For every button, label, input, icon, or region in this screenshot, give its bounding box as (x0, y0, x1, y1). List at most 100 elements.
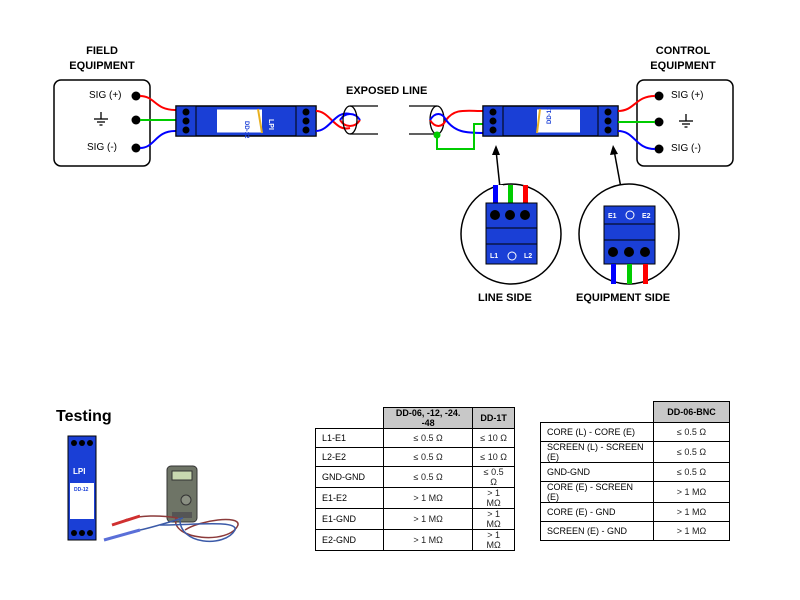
line-side-detail: L1 L2 (460, 183, 562, 285)
test-pair: SCREEN (E) - GND (540, 521, 654, 541)
table-header-dd-1t: DD-1T (472, 407, 515, 429)
blue-wire (139, 130, 178, 149)
line-side-label: LINE SIDE (478, 292, 532, 304)
svg-text:LPI: LPI (267, 119, 274, 130)
ground-icon (679, 114, 693, 128)
test-value: ≤ 0.5 Ω (653, 441, 730, 463)
cable-end-right (409, 105, 445, 135)
svg-text:L1: L1 (490, 253, 498, 260)
svg-text:DD-12: DD-12 (547, 106, 553, 124)
field-terminal-sig-minus (131, 143, 141, 153)
table-header-row: DD-06-BNC (540, 401, 730, 423)
equipment-side-detail: E1 E2 (578, 183, 680, 285)
blue-wire (339, 113, 361, 121)
field-equipment-box (53, 79, 151, 167)
svg-text:E2: E2 (642, 213, 651, 220)
table-row: E2-GND> 1 MΩ> 1 MΩ (315, 529, 515, 551)
field-equipment-title: FIELD EQUIPMENT (62, 44, 142, 74)
blue-wire (429, 113, 485, 134)
ground-icon (94, 112, 108, 126)
test-value: ≤ 0.5 Ω (653, 422, 730, 442)
pointer-arrow-equipment-side (610, 145, 622, 189)
red-wire (617, 95, 656, 112)
control-terminal-ground (654, 117, 664, 127)
table-row: CORE (L) - CORE (E)≤ 0.5 Ω (540, 422, 730, 442)
test-value: > 1 MΩ (653, 502, 730, 522)
test-pair: E2-GND (315, 529, 384, 551)
cable-end-left (342, 105, 378, 135)
test-value: ≤ 0.5 Ω (653, 462, 730, 482)
svg-text:DD-12: DD-12 (243, 121, 249, 139)
surge-protector-right: DD-12 (482, 105, 619, 137)
test-value: ≤ 0.5 Ω (472, 466, 515, 488)
field-equipment-title-line2: EQUIPMENT (69, 60, 135, 72)
red-wire (139, 95, 178, 111)
test-pair: CORE (E) - SCREEN (E) (540, 481, 654, 503)
test-value: > 1 MΩ (472, 487, 515, 509)
test-value: ≤ 0.5 Ω (382, 466, 474, 488)
control-sig-plus-label: SIG (+) (671, 90, 704, 101)
svg-text:DD-12: DD-12 (74, 487, 89, 493)
control-equipment-title: CONTROL EQUIPMENT (640, 44, 726, 74)
test-pair: GND-GND (315, 466, 384, 488)
surge-protector-image: LPI DD-12 (67, 435, 97, 541)
test-pair: SCREEN (L) - SCREEN (E) (540, 441, 654, 463)
field-sig-minus-label: SIG (-) (87, 142, 117, 153)
control-sig-minus-label: SIG (-) (671, 143, 701, 154)
test-value: > 1 MΩ (653, 521, 730, 541)
table-row: E1-GND> 1 MΩ> 1 MΩ (315, 508, 515, 530)
shield-drain-point (433, 131, 441, 139)
exposed-line-label: EXPOSED LINE (346, 85, 428, 97)
resistance-table-dd-series: DD-06, -12, -24. -48 DD-1T L1-E1≤ 0.5 Ω≤… (315, 407, 515, 551)
test-pair: L1-E1 (315, 428, 384, 448)
svg-text:E1: E1 (608, 213, 617, 220)
test-pair: CORE (L) - CORE (E) (540, 422, 654, 442)
test-value: > 1 MΩ (382, 508, 474, 530)
test-value: ≤ 10 Ω (472, 428, 515, 448)
control-equipment-title-line1: CONTROL (655, 45, 711, 57)
table-row: GND-GND≤ 0.5 Ω≤ 0.5 Ω (315, 466, 515, 488)
test-pair: E1-GND (315, 508, 384, 530)
table-row: E1-E2> 1 MΩ> 1 MΩ (315, 487, 515, 509)
field-terminal-sig-plus (131, 91, 141, 101)
test-pair: L2-E2 (315, 447, 384, 467)
test-value: ≤ 0.5 Ω (382, 428, 474, 448)
field-equipment-title-line1: FIELD (86, 45, 118, 57)
test-pair: GND-GND (540, 462, 654, 482)
table-row: L2-E2≤ 0.5 Ω≤ 10 Ω (315, 447, 515, 467)
blue-wire (617, 130, 656, 150)
table-row: GND-GND≤ 0.5 Ω (540, 462, 730, 482)
table-header-dd-06-bnc: DD-06-BNC (653, 401, 730, 423)
test-value: > 1 MΩ (653, 481, 730, 503)
field-sig-plus-label: SIG (+) (89, 90, 122, 101)
control-terminal-sig-minus (654, 144, 664, 154)
pointer-arrow-line-side (492, 145, 501, 189)
test-value: > 1 MΩ (472, 529, 515, 551)
surge-protector-left: DD-12 LPI (175, 105, 317, 139)
multimeter-image (103, 465, 239, 543)
test-pair: E1-E2 (315, 487, 384, 509)
field-terminal-ground (131, 115, 141, 125)
control-equipment-title-line2: EQUIPMENT (650, 60, 716, 72)
table-row: SCREEN (E) - GND> 1 MΩ (540, 521, 730, 541)
table-row: L1-E1≤ 0.5 Ω≤ 10 Ω (315, 428, 515, 448)
equipment-side-label: EQUIPMENT SIDE (576, 292, 671, 304)
test-value: > 1 MΩ (382, 487, 474, 509)
resistance-table-bnc: DD-06-BNC CORE (L) - CORE (E)≤ 0.5 Ω SCR… (540, 401, 730, 541)
svg-text:L2: L2 (524, 253, 532, 260)
test-pair: CORE (E) - GND (540, 502, 654, 522)
test-value: ≤ 10 Ω (472, 447, 515, 467)
table-row: SCREEN (L) - SCREEN (E)≤ 0.5 Ω (540, 441, 730, 463)
test-value: > 1 MΩ (472, 508, 515, 530)
green-shield-wire (436, 123, 484, 150)
test-value: ≤ 0.5 Ω (382, 447, 474, 467)
test-value: > 1 MΩ (382, 529, 474, 551)
svg-text:LPI: LPI (73, 467, 85, 476)
table-header-blank (540, 401, 654, 423)
table-header-blank (315, 407, 384, 429)
table-row: CORE (E) - SCREEN (E)> 1 MΩ (540, 481, 730, 503)
table-row: CORE (E) - GND> 1 MΩ (540, 502, 730, 522)
testing-title: Testing (56, 408, 112, 425)
table-header-dd-series: DD-06, -12, -24. -48 (382, 407, 474, 429)
